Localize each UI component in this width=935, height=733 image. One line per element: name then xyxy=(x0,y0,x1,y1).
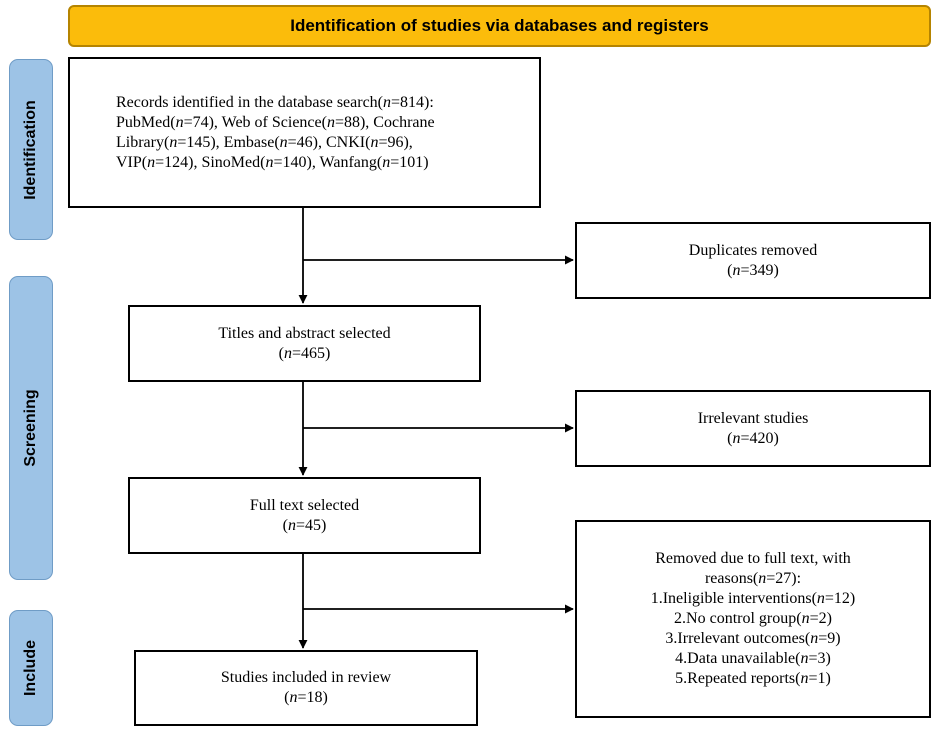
removed-line-6: 4.Data unavailable(n=3) xyxy=(675,650,831,667)
removed-line-3: 1.Ineligible interventions(n=12) xyxy=(650,590,856,607)
duplicates-count: (n=349) xyxy=(727,261,779,279)
included-count: (n=18) xyxy=(284,689,328,706)
stage-screening: Screening xyxy=(9,276,53,580)
records-line-2: PubMed(n=74), Web of Science(n=88), Coch… xyxy=(116,113,435,131)
titles-count: (n=465) xyxy=(278,344,331,362)
titles-label: Titles and abstract selected xyxy=(218,324,391,342)
included-label: Studies included in review xyxy=(220,669,392,686)
fulltext-count: (n=45) xyxy=(282,516,327,534)
records-line-3: Library(n=145), Embase(n=46), CNKI(n=96)… xyxy=(116,133,413,151)
records-line-1: Records identified in the database searc… xyxy=(116,93,434,111)
records-line-4: VIP(n=124), SinoMed(n=140), Wanfang(n=10… xyxy=(116,153,429,171)
duplicates-label: Duplicates removed xyxy=(688,241,818,259)
removed-line-2: reasons(n=27): xyxy=(704,570,802,587)
titles-abstract-box: Titles and abstract selected (n=465) xyxy=(128,305,481,382)
removed-line-5: 3.Irrelevant outcomes(n=9) xyxy=(665,630,841,647)
irrelevant-label: Irrelevant studies xyxy=(697,409,809,427)
records-identified-box: Records identified in the database searc… xyxy=(68,57,541,208)
fulltext-label: Full text selected xyxy=(249,496,360,514)
duplicates-removed-box: Duplicates removed (n=349) xyxy=(575,222,931,299)
full-text-box: Full text selected (n=45) xyxy=(128,477,481,554)
irrelevant-studies-box: Irrelevant studies (n=420) xyxy=(575,390,931,467)
irrelevant-count: (n=420) xyxy=(727,429,779,447)
stage-identification: Identification xyxy=(9,59,53,240)
studies-included-box: Studies included in review (n=18) xyxy=(134,650,478,726)
removed-line-1: Removed due to full text, with xyxy=(655,550,851,567)
removed-full-text-box: Removed due to full text, with reasons(n… xyxy=(575,520,931,718)
removed-line-4: 2.No control group(n=2) xyxy=(674,610,832,627)
removed-line-7: 5.Repeated reports(n=1) xyxy=(675,670,831,687)
diagram-header: Identification of studies via databases … xyxy=(68,5,931,47)
header-title: Identification of studies via databases … xyxy=(290,16,709,35)
stage-include: Include xyxy=(9,610,53,726)
